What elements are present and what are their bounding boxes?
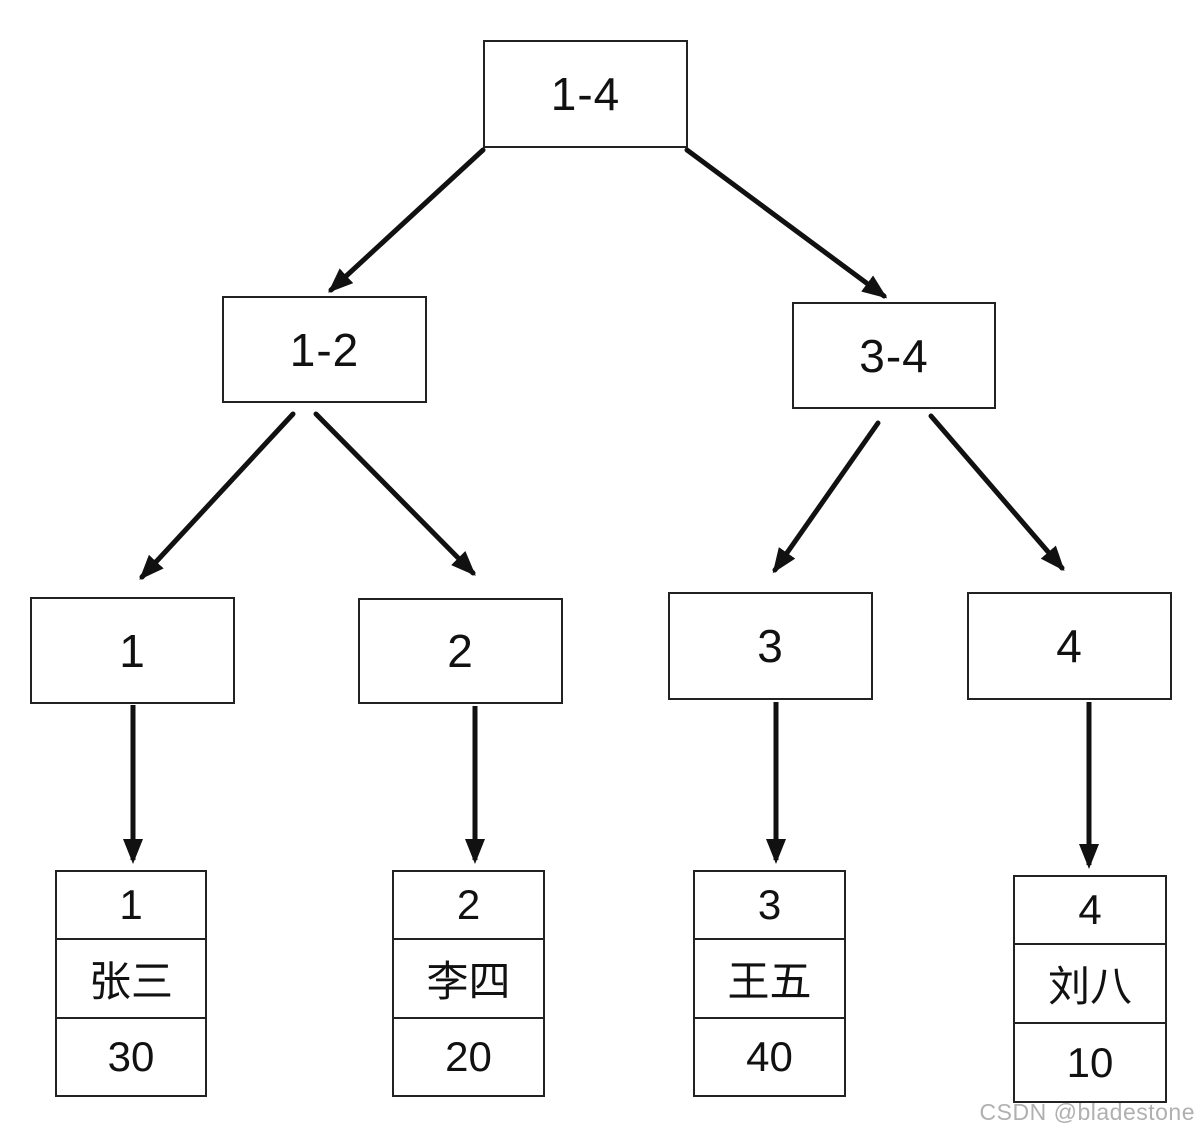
tree-node-3-4: 3-4 (792, 302, 996, 409)
record-name: 王五 (695, 938, 844, 1017)
tree-node-root: 1-4 (483, 40, 688, 148)
record-box-2: 2 李四 20 (392, 870, 545, 1097)
arrow-1-2-to-leaf-2 (313, 411, 476, 576)
node-label: 1-2 (289, 323, 360, 376)
node-label: 1-4 (550, 68, 621, 120)
record-id: 2 (456, 881, 481, 928)
node-label: 4 (1056, 620, 1083, 672)
record-id: 1 (119, 881, 143, 928)
csdn-watermark: CSDN @bladestone (979, 1099, 1195, 1125)
tree-leaf-4: 4 (967, 592, 1172, 700)
record-name: 刘八 (1015, 943, 1165, 1022)
record-value: 30 (57, 1017, 205, 1095)
tree-leaf-1: 1 (30, 597, 235, 704)
tree-leaf-3: 3 (668, 592, 873, 700)
node-label: 3 (757, 620, 784, 672)
arrow-3-4-to-leaf-4 (928, 413, 1065, 572)
node-label: 2 (447, 625, 474, 677)
arrow-3-4-to-leaf-3 (772, 420, 881, 574)
arrow-root-to-3-4 (684, 147, 888, 299)
node-label: 3-4 (859, 329, 929, 382)
record-value: 20 (394, 1017, 543, 1095)
record-box-1: 1 张三 30 (55, 870, 207, 1097)
record-name: 李四 (394, 938, 543, 1017)
node-label: 1 (119, 624, 146, 677)
arrow-root-to-1-2 (328, 147, 486, 293)
record-name: 张三 (57, 938, 205, 1017)
record-value: 40 (695, 1017, 844, 1095)
record-id: 4 (1078, 886, 1102, 933)
record-id: 3 (757, 881, 782, 928)
record-value: 10 (1015, 1022, 1165, 1101)
tree-node-1-2: 1-2 (222, 296, 427, 403)
arrow-1-2-to-leaf-1 (139, 411, 296, 580)
record-box-4: 4 刘八 10 (1013, 875, 1167, 1103)
record-box-3: 3 王五 40 (693, 870, 846, 1097)
tree-leaf-2: 2 (358, 598, 563, 704)
